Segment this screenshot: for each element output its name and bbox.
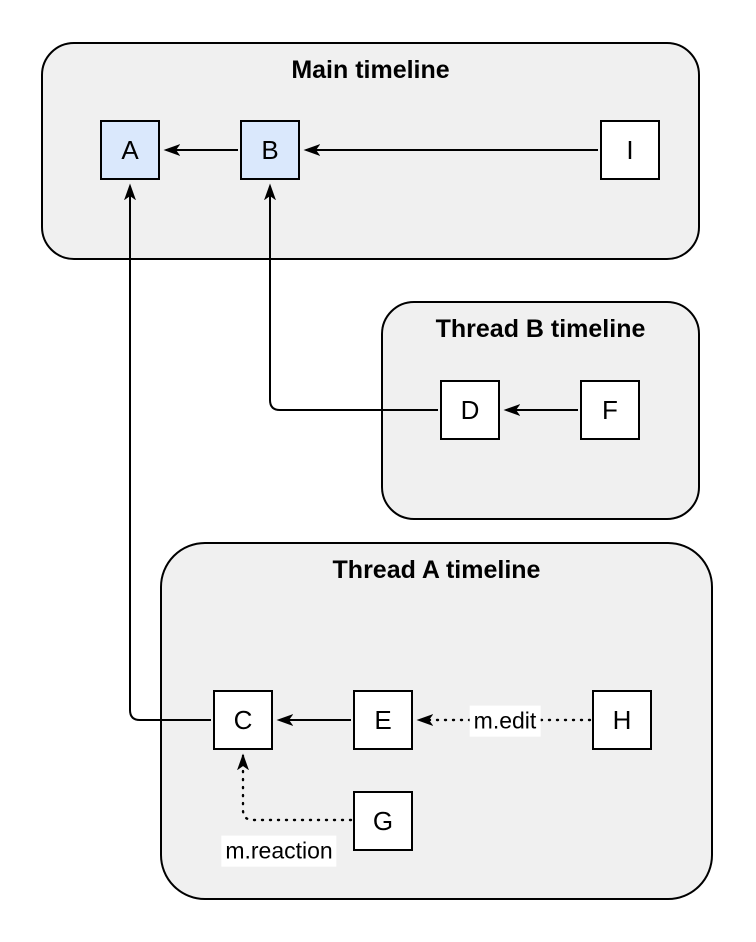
node-f-label: F	[602, 394, 618, 425]
node-e-label: E	[374, 704, 392, 735]
node-h-label: H	[612, 704, 632, 735]
node-event-a: A	[100, 120, 160, 180]
node-d-label: D	[460, 394, 480, 425]
node-c-label: C	[233, 704, 253, 735]
main-timeline-title: Main timeline	[291, 56, 450, 84]
node-event-d: D	[440, 380, 500, 440]
node-event-f: F	[580, 380, 640, 440]
node-event-h: H	[592, 690, 652, 750]
node-event-i: I	[600, 120, 660, 180]
node-event-c: C	[213, 690, 273, 750]
node-event-e: E	[353, 690, 413, 750]
node-g-label: G	[372, 805, 394, 836]
node-event-b: B	[240, 120, 300, 180]
edge-label-m-reaction: m.reaction	[221, 835, 337, 867]
node-b-label: B	[261, 134, 279, 165]
edge-label-m-edit: m.edit	[469, 705, 541, 737]
node-i-label: I	[626, 134, 634, 165]
node-event-g: G	[353, 791, 413, 851]
thread-a-timeline-title: Thread A timeline	[332, 556, 541, 584]
node-a-label: A	[121, 134, 139, 165]
container-thread-b-timeline: Thread B timeline	[381, 301, 700, 520]
thread-b-timeline-title: Thread B timeline	[435, 315, 646, 343]
